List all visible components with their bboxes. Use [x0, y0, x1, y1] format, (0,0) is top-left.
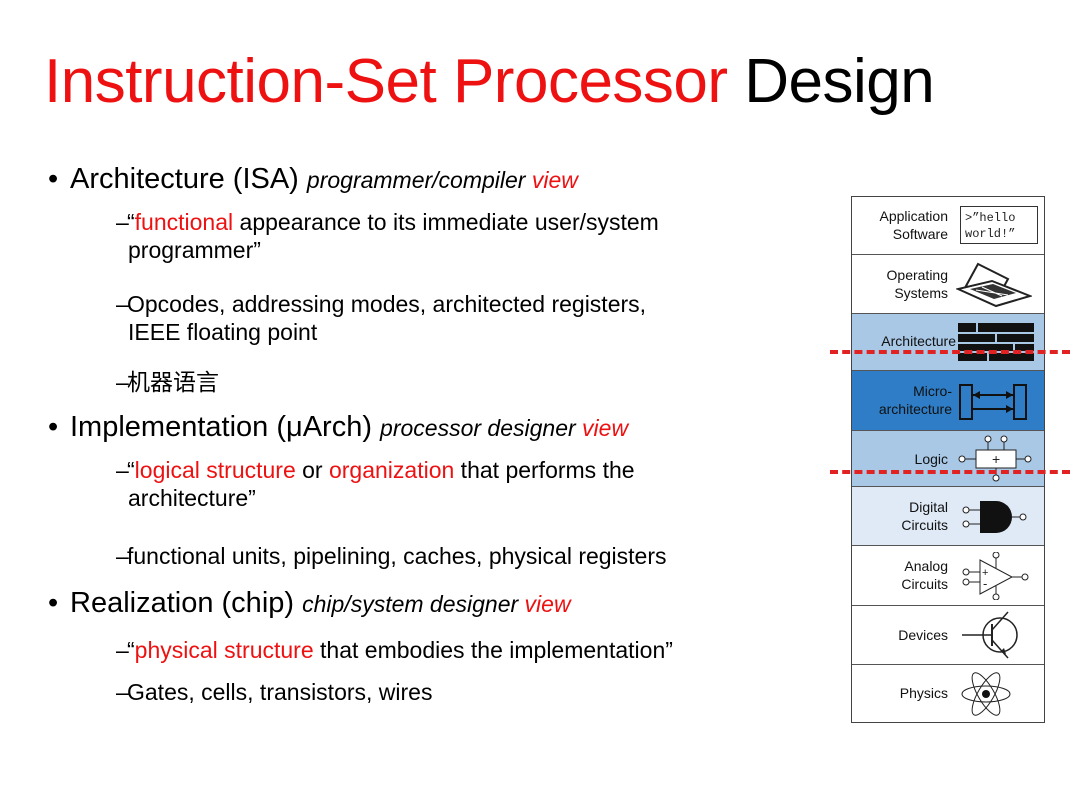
layer-label: Operating Systems — [886, 267, 948, 301]
layer-label: Analog Circuits — [901, 558, 948, 592]
and-gate-icon — [962, 501, 1027, 533]
bullet-architecture: •Architecture (ISA) programmer/compiler … — [48, 162, 578, 197]
view-word: view — [531, 167, 578, 193]
atom-icon — [961, 672, 1011, 716]
layer-label: Architecture — [881, 333, 956, 349]
layer-devices: Devices — [852, 606, 1044, 665]
svg-text:+: + — [992, 451, 1000, 467]
layer-label: Application Software — [879, 208, 949, 242]
abstraction-stack: Application Software >”hello world!” Ope… — [851, 196, 1045, 723]
layer-label: Micro- architecture — [878, 383, 952, 417]
bullet-dot: • — [48, 587, 59, 619]
title-red-part: Instruction-Set Processor — [44, 47, 728, 116]
transistor-icon — [962, 611, 1018, 659]
layer-label: Physics — [899, 685, 948, 701]
svg-text:+: + — [982, 567, 988, 579]
isa-boundary-dashed-line — [830, 350, 1070, 354]
bullet-dot: • — [48, 411, 59, 443]
layer-application-software: Application Software >”hello world!” — [852, 197, 1044, 255]
highlight-functional: functional — [134, 209, 234, 235]
layer-label: Devices — [898, 627, 948, 643]
register-grid-icon — [958, 323, 1034, 361]
layer-label: Logic — [914, 451, 948, 467]
subbullet-opcodes: –Opcodes, addressing modes, architected … — [116, 291, 647, 345]
subbullet-machine-language: –机器语言 — [116, 369, 219, 396]
layer-logic: Logic + — [852, 431, 1044, 487]
layer-physics: Physics — [852, 665, 1044, 722]
layer-analog-circuits: Analog Circuits + - — [852, 546, 1044, 606]
datapath-icon — [959, 384, 1027, 420]
bullet-implementation: • Implementation (μArch) processor design… — [48, 410, 628, 445]
bullet-heading: Realization (chip) — [70, 587, 303, 619]
layer-microarchitecture: Micro- architecture — [852, 371, 1044, 431]
subbullet-physical-structure: –“physical structure that embodies the i… — [116, 637, 673, 663]
bullet-realization: • Realization (chip) chip/system designer… — [48, 586, 571, 621]
svg-text:world!”: world!” — [965, 227, 1015, 241]
layer-operating-systems: Operating Systems — [852, 255, 1044, 314]
layer-label: Digital Circuits — [901, 499, 948, 533]
view-prefix: programmer/compiler — [306, 167, 532, 193]
adder-icon: + — [958, 435, 1032, 482]
subbullet-gates: –Gates, cells, transistors, wires — [116, 679, 433, 705]
svg-text:>”hello: >”hello — [965, 211, 1015, 225]
bullet-dot: • — [48, 163, 59, 195]
highlight-organization: organization — [328, 457, 455, 483]
slide-title: Instruction-Set Processor Design — [44, 44, 935, 120]
view-prefix: chip/system designer — [302, 591, 525, 617]
bullet-heading: Implementation (μArch) — [70, 411, 381, 443]
hello-world-box-icon: >”hello world!” — [960, 206, 1038, 244]
view-prefix: processor designer — [380, 415, 583, 441]
layer-architecture: Architecture — [852, 314, 1044, 371]
op-amp-icon: + - — [962, 552, 1029, 600]
svg-text:-: - — [983, 576, 987, 591]
laptop-icon — [956, 262, 1032, 308]
highlight-logical-structure: logical structure — [134, 457, 296, 483]
view-word: view — [582, 415, 629, 441]
view-word: view — [524, 591, 571, 617]
subbullet-functional: –“functional appearance to its immediate… — [116, 209, 659, 263]
subbullet-functional-units: –functional units, pipelining, caches, p… — [116, 543, 667, 569]
title-black-part: Design — [727, 47, 935, 116]
logic-boundary-dashed-line — [830, 470, 1070, 474]
bullet-heading: Architecture (ISA) — [70, 163, 307, 195]
layer-digital-circuits: Digital Circuits — [852, 487, 1044, 546]
highlight-physical-structure: physical structure — [134, 637, 314, 663]
subbullet-logical-structure: –“logical structure or organization that… — [116, 457, 635, 511]
